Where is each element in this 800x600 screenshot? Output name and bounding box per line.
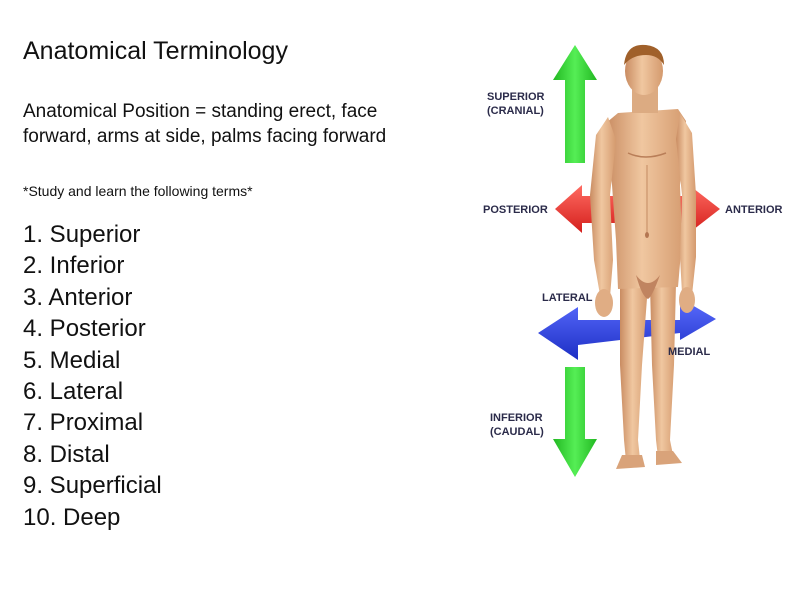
terms-list: 1. Superior 2. Inferior 3. Anterior 4. P… [23,219,162,533]
cranial-label: (CRANIAL) [487,105,544,117]
list-item: 2. Inferior [23,250,162,281]
study-instruction: *Study and learn the following terms* [23,182,253,200]
human-figure [590,45,696,469]
list-item: 10. Deep [23,502,162,533]
medial-label: MEDIAL [668,346,710,358]
superior-arrow [553,45,597,163]
list-item: 8. Distal [23,439,162,470]
anatomical-directions-illustration: SUPERIOR (CRANIAL) POSTERIOR ANTERIOR LA… [470,35,800,490]
posterior-label: POSTERIOR [483,204,548,216]
definition-line-1: Anatomical Position = standing erect, fa… [23,99,386,124]
definition-line-2: forward, arms at side, palms facing forw… [23,124,386,149]
list-item: 4. Posterior [23,313,162,344]
inferior-arrow [553,367,597,477]
list-item: 5. Medial [23,345,162,376]
page-title: Anatomical Terminology [23,36,288,66]
anatomical-position-definition: Anatomical Position = standing erect, fa… [23,99,386,149]
list-item: 9. Superficial [23,470,162,501]
caudal-label: (CAUDAL) [490,426,544,438]
list-item: 7. Proximal [23,407,162,438]
anterior-label: ANTERIOR [725,204,783,216]
list-item: 6. Lateral [23,376,162,407]
inferior-label: INFERIOR [490,412,543,424]
list-item: 3. Anterior [23,282,162,313]
list-item: 1. Superior [23,219,162,250]
superior-label: SUPERIOR [487,91,545,103]
lateral-label: LATERAL [542,292,593,304]
anatomical-directions-figure: SUPERIOR (CRANIAL) POSTERIOR ANTERIOR LA… [470,35,800,490]
